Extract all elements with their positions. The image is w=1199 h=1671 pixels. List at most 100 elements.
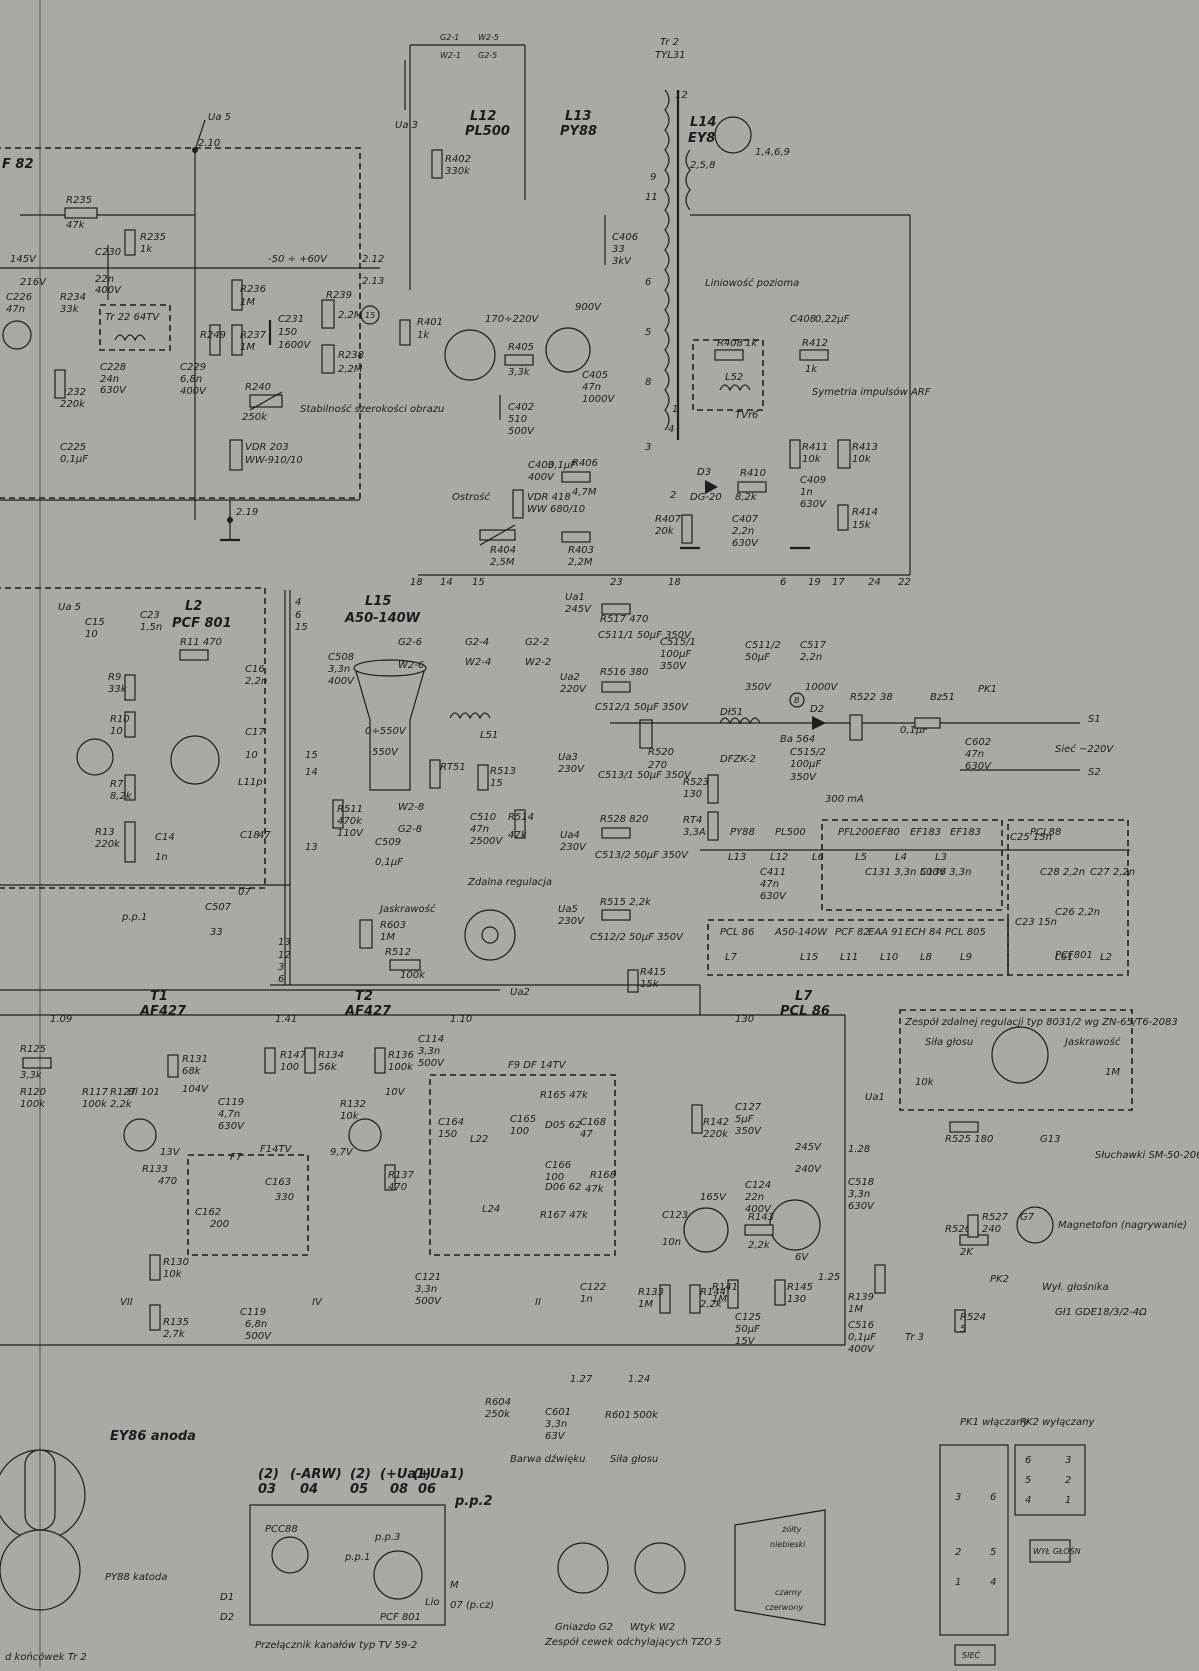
svg-text:50µF: 50µF [735,1324,760,1335]
svg-text:R404: R404 [490,545,516,556]
svg-text:PFL200: PFL200 [838,827,874,838]
svg-text:2,2M: 2,2M [568,557,593,568]
svg-text:6: 6 [295,610,301,621]
svg-text:230V: 230V [558,916,585,927]
svg-text:3,3n: 3,3n [328,664,350,675]
svg-text:12: 12 [278,950,291,961]
svg-text:100: 100 [280,1062,299,1073]
svg-text:3,3A: 3,3A [683,827,706,838]
svg-text:R410: R410 [740,468,766,479]
svg-text:R512: R512 [385,947,411,958]
svg-text:C122: C122 [580,1282,606,1293]
svg-text:C165: C165 [510,1114,536,1125]
svg-text:C27 2,2n: C27 2,2n [1090,867,1135,878]
svg-text:C168: C168 [580,1117,606,1128]
svg-text:L8: L8 [920,952,932,963]
svg-text:0,1µF: 0,1µF [848,1332,876,1343]
svg-text:230V: 230V [558,764,585,775]
svg-text:Tr 3: Tr 3 [905,1332,924,1343]
svg-text:C119: C119 [218,1097,244,1108]
svg-text:PL500: PL500 [775,827,806,838]
svg-text:R415: R415 [640,967,666,978]
svg-text:p.p.3: p.p.3 [374,1532,400,1543]
svg-text:C515/2: C515/2 [790,747,826,758]
svg-text:PCL 805: PCL 805 [945,927,986,938]
svg-text:4,7n: 4,7n [218,1109,240,1120]
t1-type: AF427 [139,1004,187,1019]
svg-text:PK2: PK2 [990,1274,1009,1285]
svg-text:C166: C166 [545,1160,571,1171]
svg-text:Ua1: Ua1 [565,592,585,603]
svg-text:R120: R120 [20,1087,46,1098]
t2-type: AF427 [344,1004,392,1019]
svg-text:R411: R411 [802,442,828,453]
svg-text:PCL 86: PCL 86 [720,927,755,938]
svg-text:R526: R526 [945,1224,971,1235]
svg-text:14: 14 [440,577,453,588]
svg-text:50µF: 50µF [745,652,770,663]
svg-text:R514: R514 [508,812,534,823]
svg-text:C408: C408 [790,314,816,325]
svg-text:240V: 240V [795,1164,822,1175]
svg-text:130: 130 [787,1294,806,1305]
svg-text:R143: R143 [748,1212,774,1223]
svg-text:3,3n: 3,3n [415,1284,437,1295]
f7-label: F7 [230,1152,243,1163]
svg-text:510: 510 [508,414,527,425]
svg-text:R13: R13 [95,827,115,838]
svg-text:38: 38 [880,692,893,703]
pcl86-type: PCL 86 [780,1004,830,1019]
svg-text:C164: C164 [438,1117,464,1128]
svg-text:G2-1: G2-1 [440,33,459,42]
svg-text:110V: 110V [337,828,364,839]
svg-text:G2-5: G2-5 [478,51,497,60]
svg-text:6: 6 [780,577,786,588]
svg-text:330k: 330k [445,166,471,177]
svg-text:(+Ua1): (+Ua1) [413,1467,464,1482]
svg-text:C512/2 50µF 350V: C512/2 50µF 350V [590,932,684,943]
svg-text:33k: 33k [108,684,128,695]
svg-text:R516 380: R516 380 [600,667,648,678]
svg-text:C511/1 50µF 350V: C511/1 50µF 350V [598,630,692,641]
svg-text:VDR 203: VDR 203 [245,442,289,453]
svg-text:L12: L12 [770,852,788,863]
svg-text:1.10: 1.10 [450,1014,472,1025]
svg-text:10n: 10n [662,1237,681,1248]
magnetofon-label: Magnetofon (nagrywanie) [1058,1220,1187,1231]
svg-text:R168: R168 [590,1170,616,1181]
svg-text:100k: 100k [388,1062,414,1073]
svg-text:1M: 1M [638,1299,653,1310]
svg-text:L61: L61 [1055,952,1073,963]
svg-text:R406: R406 [572,458,598,469]
svg-text:D3: D3 [697,467,711,478]
svg-text:R145: R145 [787,1282,813,1293]
svg-text:EF183: EF183 [950,827,981,838]
ey86-ref: L14 [690,115,716,130]
svg-text:12: 12 [675,90,688,101]
svg-text:C507: C507 [205,902,232,913]
svg-text:3: 3 [645,442,651,453]
svg-text:1,5n: 1,5n [140,622,162,633]
ma300-label: 300 mA [825,794,864,805]
svg-text:II: II [535,1297,541,1308]
svg-text:B: B [794,696,800,705]
svg-text:R401: R401 [417,317,443,328]
svg-text:R130: R130 [163,1257,189,1268]
svg-text:C512/1 50µF 350V: C512/1 50µF 350V [595,702,689,713]
svg-text:350V: 350V [790,772,817,783]
v170-label: 170÷220V [485,314,540,325]
f14-label: F14TV [260,1144,293,1155]
svg-text:R167 47k: R167 47k [540,1210,589,1221]
svg-text:400V: 400V [528,472,555,483]
tr22-label: Tr 22 64TV [105,312,160,323]
svg-text:22: 22 [898,577,911,588]
svg-text:150: 150 [278,327,297,338]
svg-text:470: 470 [388,1182,407,1193]
svg-text:C125: C125 [735,1312,761,1323]
svg-text:DFZK-2: DFZK-2 [720,754,756,765]
svg-text:350V: 350V [660,661,687,672]
svg-text:100: 100 [510,1126,529,1137]
